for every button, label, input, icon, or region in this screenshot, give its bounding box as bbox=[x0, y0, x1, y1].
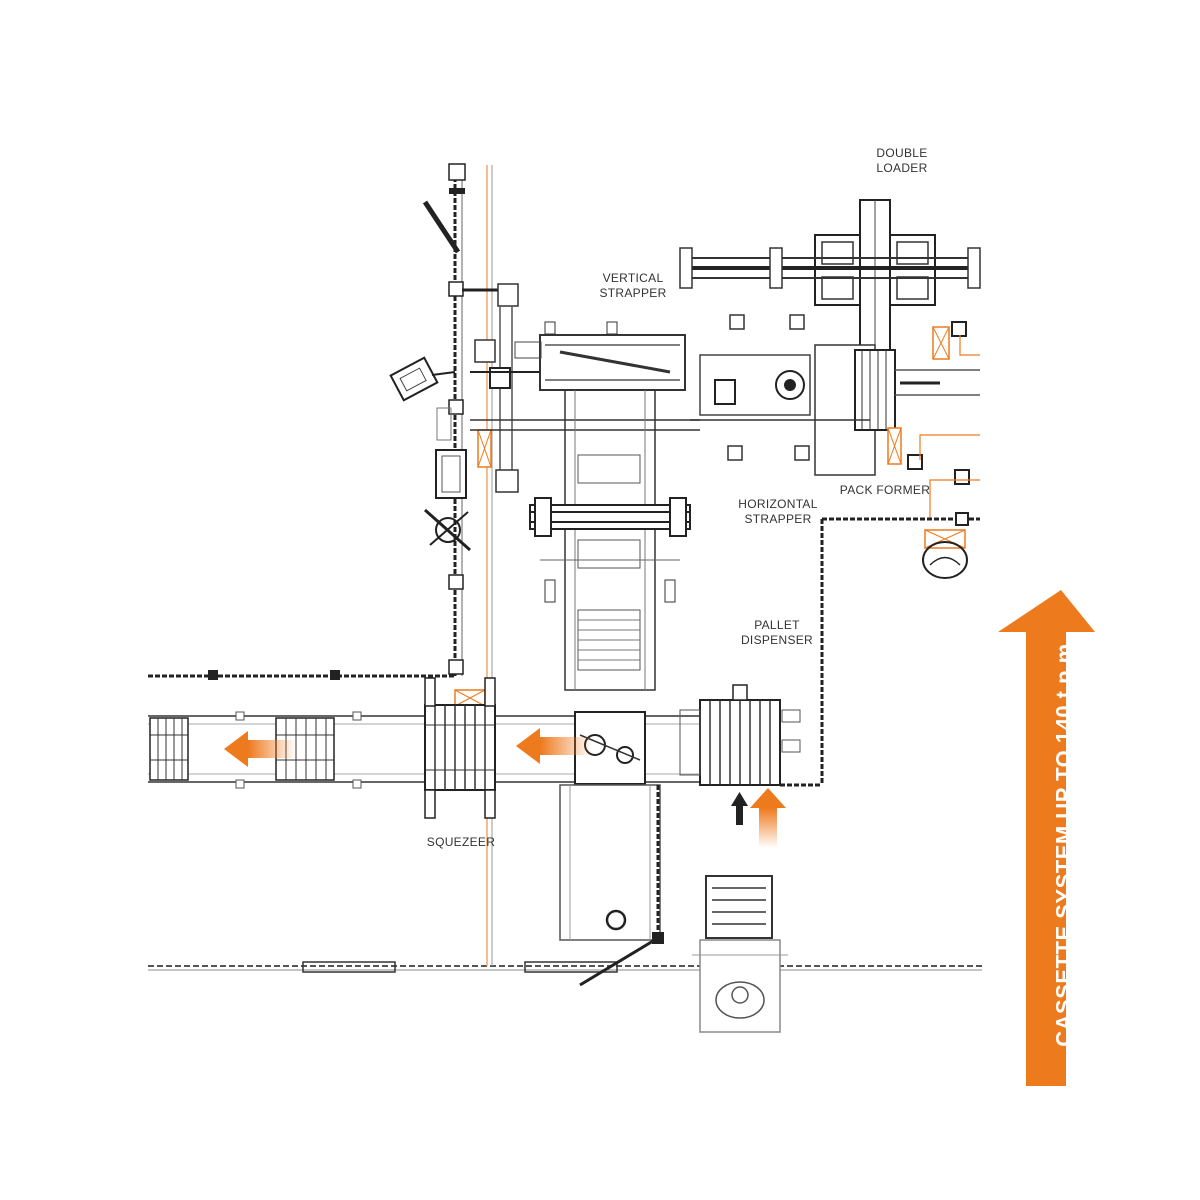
pallet-dispenser-chain bbox=[780, 512, 980, 787]
double-loader-machine bbox=[679, 199, 981, 356]
label-vertical-strapper-line2: STRAPPER bbox=[599, 286, 667, 300]
left-vertical-conveyor bbox=[389, 163, 493, 966]
pallet-truck bbox=[692, 875, 788, 1033]
floor-line bbox=[148, 961, 982, 973]
flow-arrow-up-black bbox=[731, 792, 748, 825]
vertical-strapper-machine bbox=[470, 321, 700, 691]
label-pallet-dispenser: PALLET DISPENSER bbox=[736, 618, 818, 648]
pallet-dispenser-robot bbox=[922, 529, 968, 579]
upper-links bbox=[454, 283, 519, 707]
label-horizontal-strapper-line2: STRAPPER bbox=[744, 512, 812, 526]
capacity-banner-text: CASSETTE SYSTEM UP TO 140 t.p.m bbox=[1052, 643, 1078, 1047]
squeezer-machine bbox=[424, 677, 496, 819]
label-pack-former: PACK FORMER bbox=[836, 483, 934, 498]
label-horizontal-strapper-line1: HORIZONTAL bbox=[738, 497, 818, 511]
label-double-loader: DOUBLE LOADER bbox=[862, 146, 942, 176]
label-pallet-dispenser-line1: PALLET bbox=[754, 618, 800, 632]
label-double-loader-line1: DOUBLE bbox=[876, 146, 928, 160]
flow-arrow-left-1 bbox=[224, 731, 296, 767]
label-horizontal-strapper: HORIZONTAL STRAPPER bbox=[730, 497, 826, 527]
robot-joint bbox=[424, 508, 471, 552]
label-pallet-dispenser-line2: DISPENSER bbox=[740, 633, 814, 647]
pallet-dispenser-module bbox=[679, 684, 801, 786]
label-vertical-strapper: VERTICAL STRAPPER bbox=[592, 271, 674, 301]
side-robot-arm bbox=[389, 356, 456, 402]
label-squeezer: SQUEZEER bbox=[420, 835, 502, 850]
label-double-loader-line2: LOADER bbox=[876, 161, 928, 175]
label-vertical-strapper-line1: VERTICAL bbox=[602, 271, 664, 285]
flow-arrow-up bbox=[750, 788, 786, 848]
pack-former-machine bbox=[690, 321, 980, 520]
flow-arrow-left-2 bbox=[516, 728, 592, 764]
label-squeezer-text: SQUEZEER bbox=[426, 835, 496, 849]
capacity-banner: CASSETTE SYSTEM UP TO 140 t.p.m bbox=[1047, 630, 1083, 1060]
capacity-banner-arrow bbox=[998, 590, 1095, 1086]
label-pack-former-text: PACK FORMER bbox=[839, 483, 931, 497]
